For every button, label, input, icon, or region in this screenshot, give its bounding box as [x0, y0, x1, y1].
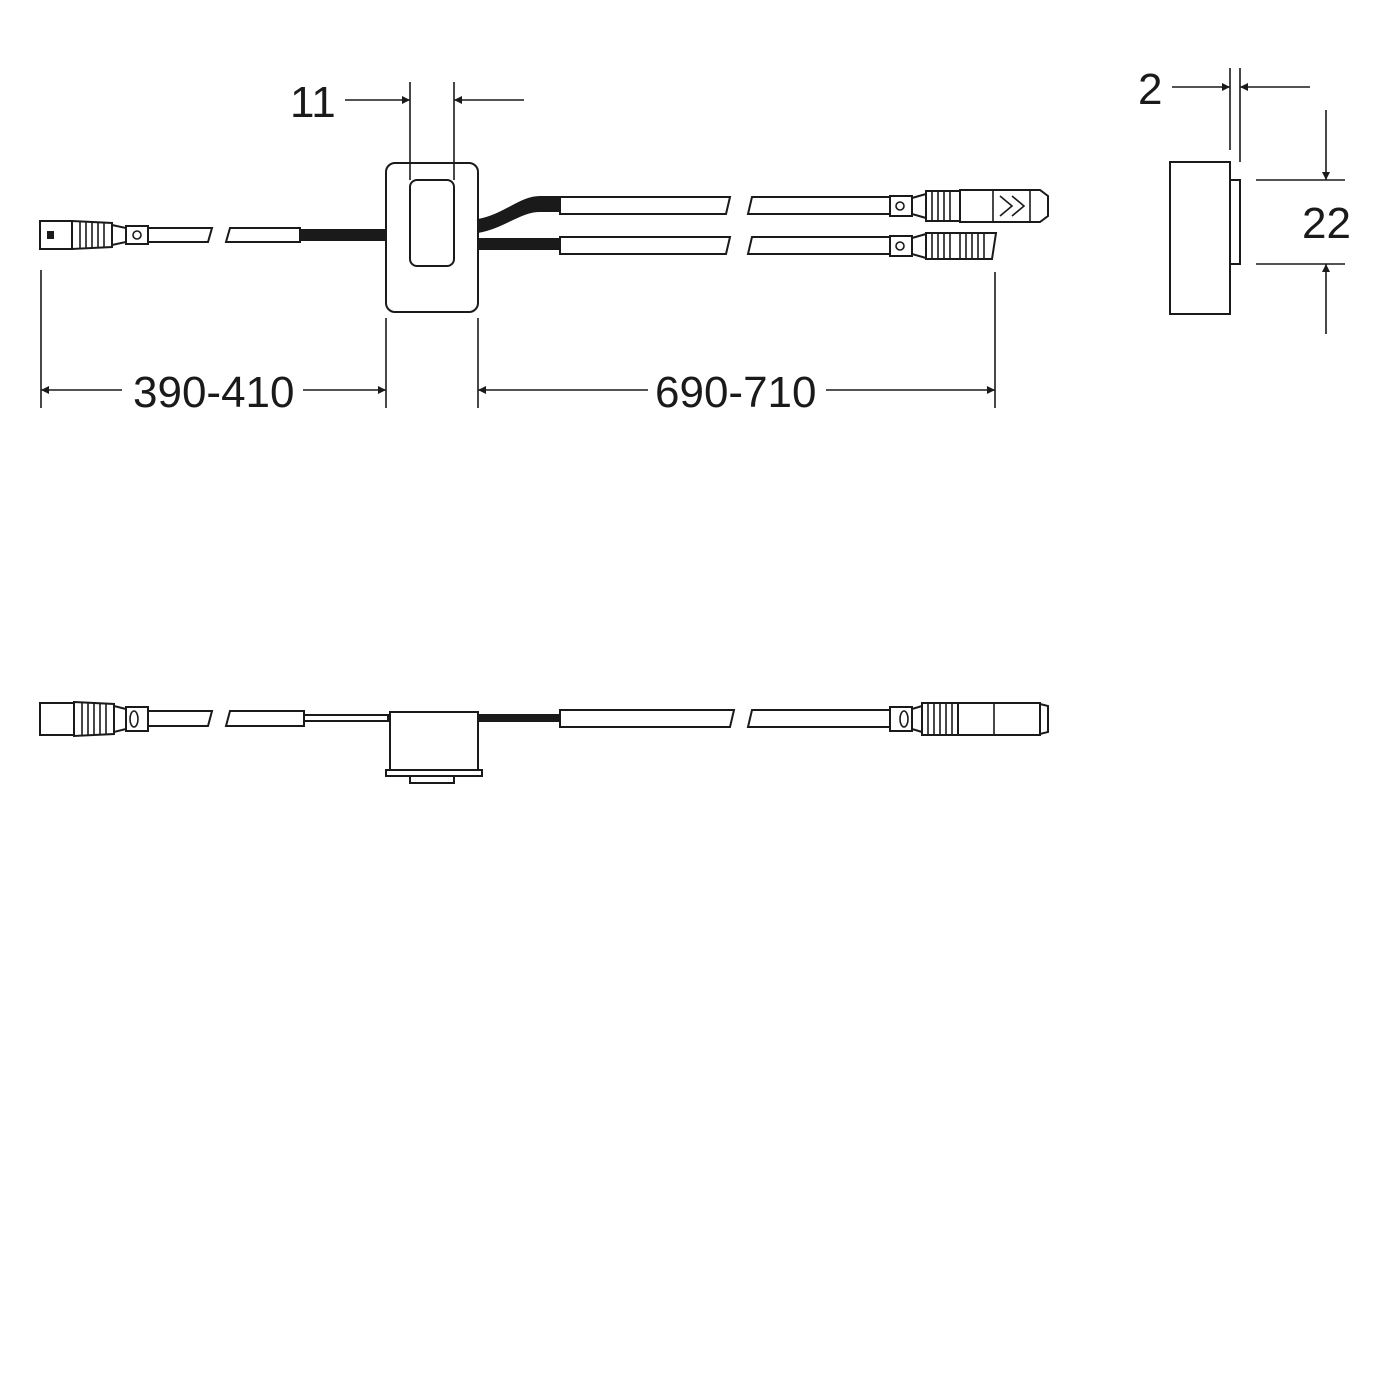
front-left-cable [147, 710, 214, 727]
right-lower-plug-connector-icon [889, 232, 998, 260]
front-left-cable-2 [224, 710, 305, 727]
dimension-left-cable-length-label: 390-410 [133, 368, 294, 417]
left-plug-connector-icon [39, 219, 149, 251]
dimension-right-cable-length: 690-710 [477, 272, 996, 417]
front-view [39, 700, 1049, 784]
side-view: 2 22 [1138, 65, 1351, 334]
dimension-side-flange-label: 2 [1138, 65, 1162, 114]
front-left-lead [303, 714, 389, 722]
left-cable [147, 227, 386, 243]
right-upper-plug-connector-icon [889, 189, 1049, 223]
top-view: 11 390-410 690-710 [39, 78, 1049, 417]
front-left-plug-connector-icon [39, 700, 149, 738]
front-right-plug-connector-icon [889, 702, 1049, 736]
dimension-side-height-label: 22 [1302, 199, 1351, 248]
dimension-left-cable-length: 390-410 [40, 270, 387, 417]
dimension-side-height: 22 [1256, 110, 1351, 334]
front-right-lead [478, 714, 560, 722]
dimension-side-flange: 2 [1138, 65, 1310, 162]
front-sensor-module-icon [385, 711, 483, 784]
dimension-window-width-label: 11 [290, 78, 336, 127]
right-lower-cable [478, 236, 891, 255]
dimension-window-width: 11 [290, 78, 524, 180]
right-upper-cable [476, 196, 891, 234]
sensor-module-icon [385, 162, 479, 313]
dimension-right-cable-length-label: 690-710 [655, 368, 816, 417]
front-right-cable-2 [746, 709, 891, 728]
front-right-cable [559, 709, 736, 728]
